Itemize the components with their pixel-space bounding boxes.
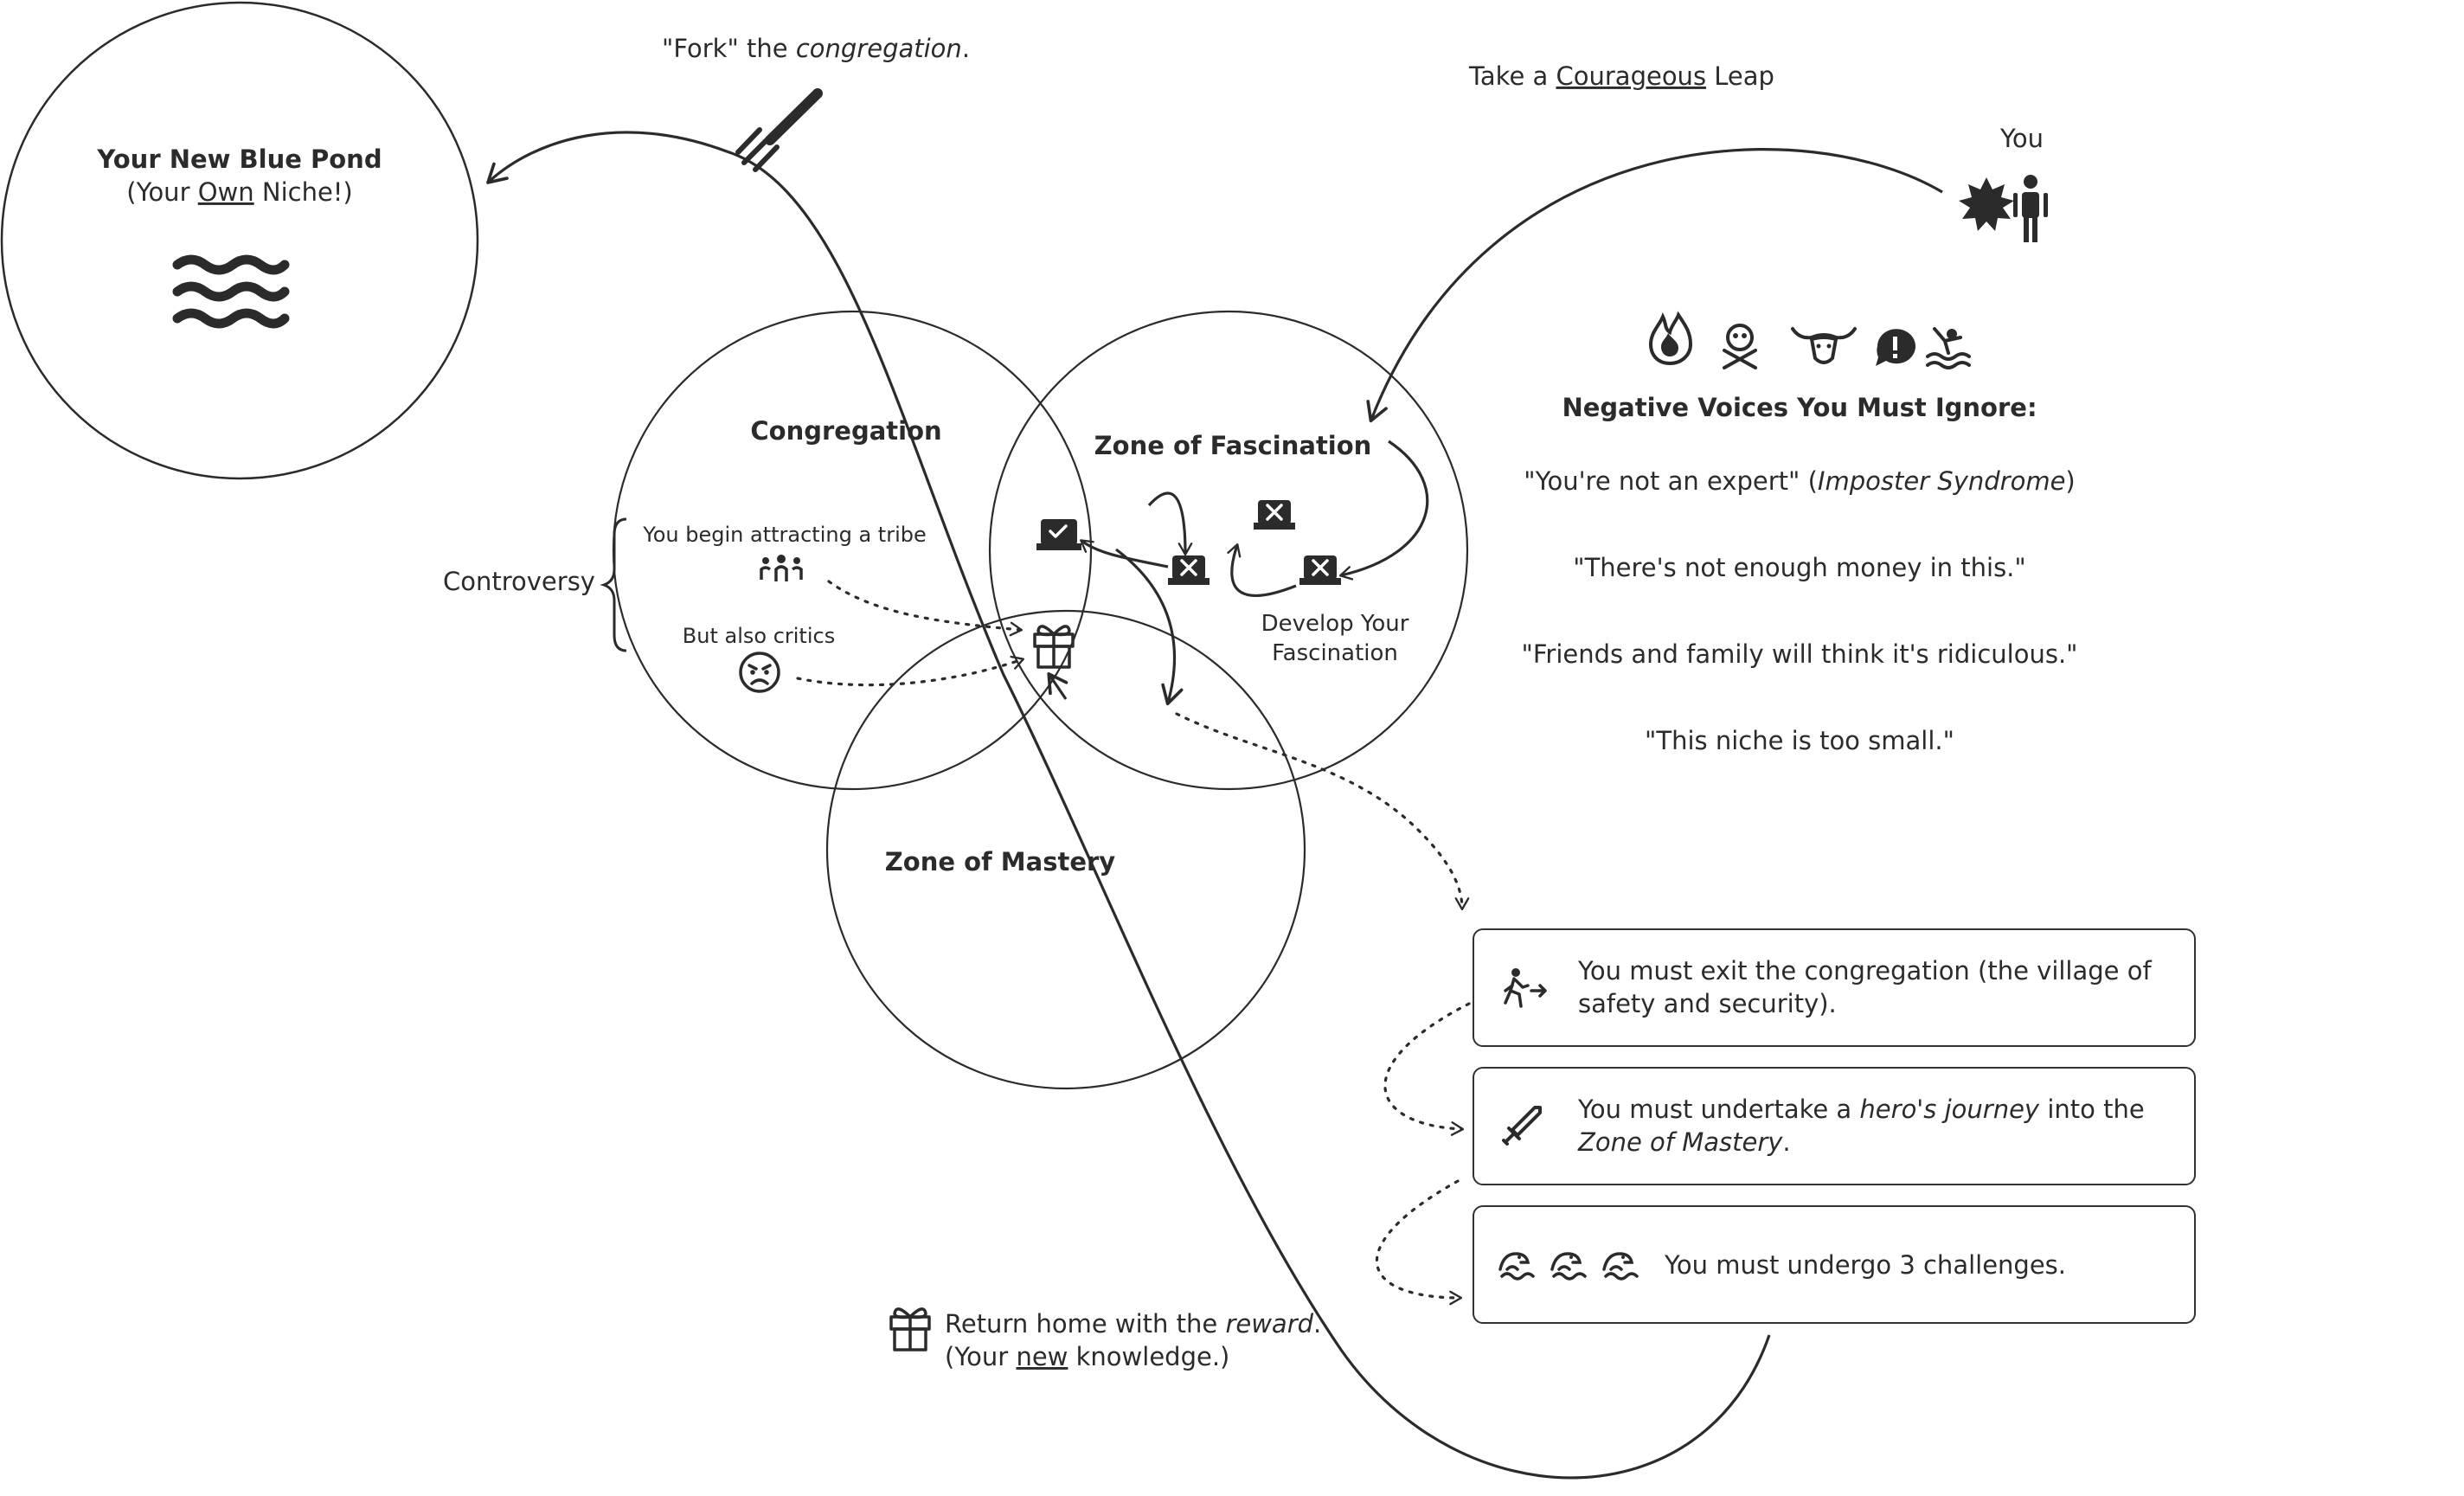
controversy-brace [600,517,627,652]
sea-serpent-icon [1602,1251,1639,1281]
pond-circle [0,1,479,480]
critics-label: But also critics [683,624,835,648]
mastery-to-steps-arrow [1175,712,1470,911]
fork-icon [735,88,823,172]
fascination-cycle-arrow-1 [1227,543,1297,597]
ballot-x-icon [1254,500,1295,530]
sea-serpent-icon [1498,1251,1535,1281]
sea-serpent-icon [1550,1251,1587,1281]
walk-exit-icon [1500,930,1549,1045]
step-exit-line-2: safety and security). [1578,989,1837,1018]
negative-quote-1: "You're not an expert" (Imposter Syndrom… [1524,466,2076,496]
step1-to-step2-arrow [1383,1002,1471,1136]
waves-icon [172,254,290,329]
fascination-cycle-arrow-2 [1147,491,1193,556]
ballot-x-icon [1168,555,1210,585]
sea-serpent-icons [1495,1207,1651,1322]
mastery-label: Zone of Mastery [885,847,1116,876]
gift-icon [889,1307,931,1352]
step-journey-line-2: Zone of Mastery. [1578,1127,1791,1157]
drowning-icon [1926,327,1971,369]
reward-line-2: (Your new knowledge.) [945,1342,1229,1371]
reward-line-1: Return home with the reward. [945,1309,1321,1339]
check-to-mastery-arrow [1115,548,1184,706]
tribe-to-gift-arrow [827,580,1023,637]
angry-face-icon [739,652,780,693]
leap-to-ballot-arrow [1338,440,1429,581]
tribe-label: You begin attracting a tribe [642,523,926,547]
fascination-label: Zone of Fascination [1094,431,1372,460]
critics-to-gift-arrow [796,655,1025,687]
ballot-check-icon [1036,519,1081,550]
you-label: You [1999,124,2044,153]
step-exit-line-1: You must exit the congregation (the vill… [1578,956,2152,986]
pond-title: Your New Blue Pond [96,144,382,174]
fire-icon [1648,311,1693,366]
develop-line-2: Fascination [1272,640,1398,666]
congregation-circle [612,310,1093,791]
leap-arrow [1366,148,1943,423]
gift-icon-center [1033,625,1075,669]
step-journey-box: You must undertake a hero's journey into… [1473,1067,2196,1185]
step-challenges-box: You must undergo 3 challenges. [1473,1205,2196,1324]
leap-label: Take a Courageous Leap [1468,61,1774,91]
negative-quote-3: "Friends and family will think it's ridi… [1522,639,2078,669]
develop-line-1: Develop Your [1261,611,1409,637]
mastery-circle [825,609,1306,1090]
pond-subtitle: (Your Own Niche!) [126,177,352,207]
controversy-label: Controversy [443,567,595,596]
fork-label: "Fork" the congregation. [662,34,970,63]
tribe-icon [760,555,803,581]
bull-icon [1791,327,1857,364]
negative-quote-4: "This niche is too small." [1645,726,1954,755]
negative-title: Negative Voices You Must Ignore: [1562,393,2037,422]
step-challenges-line-1: You must undergo 3 challenges. [1665,1250,2066,1280]
ballot-x-icon [1299,555,1341,585]
step-exit-box: You must exit the congregation (the vill… [1473,928,2196,1047]
fascination-to-check-arrow [1080,539,1169,568]
person-icon [2013,175,2048,242]
starburst-icon [1959,177,2014,231]
fascination-circle [988,310,1469,791]
step2-to-step3-arrow [1375,1179,1463,1306]
step-journey-line-1: You must undertake a hero's journey into… [1578,1095,2145,1124]
journey-arrow-to-gift [1047,672,1068,700]
skull-crossbones-icon [1723,324,1757,369]
negative-quote-2: "There's not enough money in this." [1573,553,2026,582]
alert-bubble-icon [1876,329,1915,366]
journey-curve [486,131,1771,1480]
sword-icon [1497,1069,1545,1184]
